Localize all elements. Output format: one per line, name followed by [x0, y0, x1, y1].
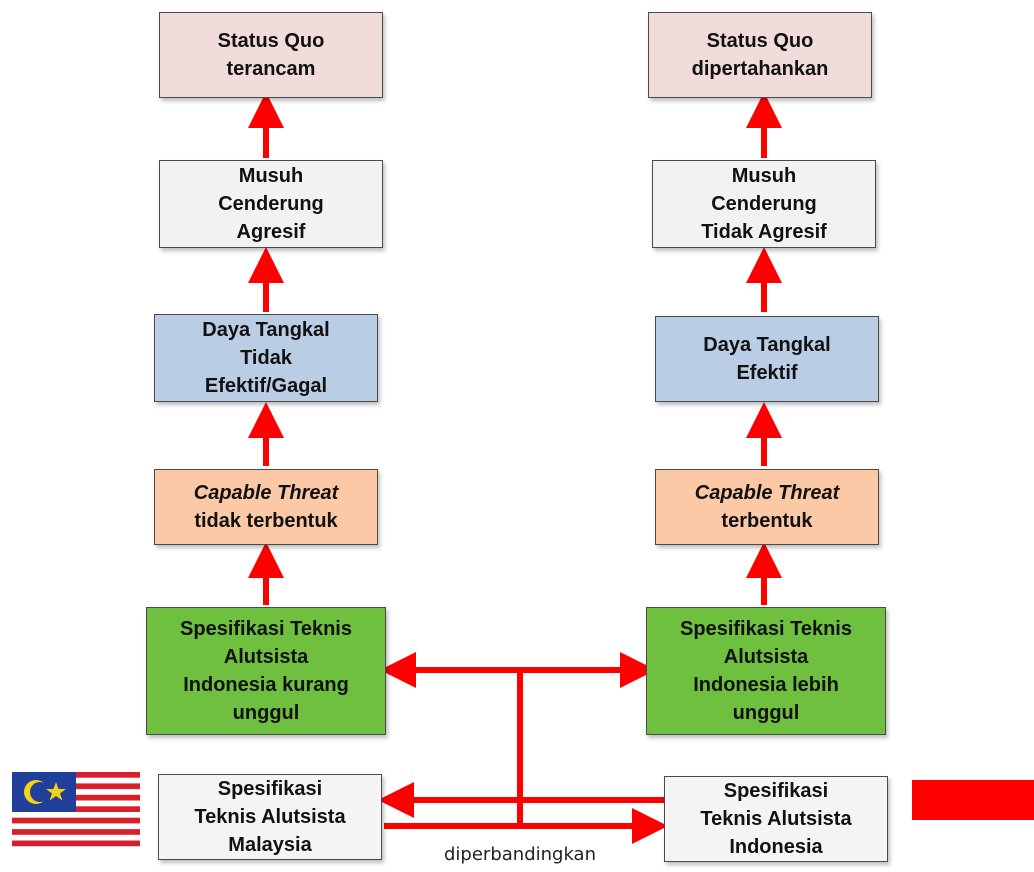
- left-enemy-box: Musuh Cenderung Agresif: [159, 160, 383, 248]
- indonesia-spec-line-2: Teknis Alutsista: [700, 808, 852, 830]
- left-status-line-1: Status Quo: [217, 30, 325, 52]
- indonesia-spec-line-1: Spesifikasi: [723, 780, 829, 802]
- left-spec-line-4: unggul: [232, 702, 300, 724]
- right-status-quo-box: Status Quo dipertahankan: [648, 12, 872, 98]
- right-enemy-box: Musuh Cenderung Tidak Agresif: [652, 160, 876, 248]
- left-deterrence-line-1: Daya Tangkal: [202, 319, 330, 341]
- right-enemy-line-3: Tidak Agresif: [701, 221, 827, 243]
- left-threat-rest: tidak terbentuk: [194, 510, 338, 532]
- left-status-line-2: terancam: [226, 58, 316, 80]
- right-spec-line-2: Alutsista: [723, 646, 809, 668]
- left-deterrence-box: Daya Tangkal Tidak Efektif/Gagal: [154, 314, 378, 402]
- left-enemy-line-1: Musuh: [238, 165, 304, 187]
- left-deterrence-line-3: Efektif/Gagal: [204, 375, 328, 397]
- right-spec-line-1: Spesifikasi Teknis: [680, 618, 852, 640]
- malaysia-spec-line-2: Teknis Alutsista: [194, 806, 346, 828]
- indonesia-flag: [912, 780, 1034, 860]
- left-spec-line-3: Indonesia kurang: [183, 674, 349, 696]
- right-threat-italic: Capable Threat: [694, 482, 840, 504]
- right-deterrence-line-1: Daya Tangkal: [703, 334, 831, 356]
- right-deterrence-line-2: Efektif: [736, 362, 798, 384]
- left-status-quo-box: Status Quo terancam: [159, 12, 383, 98]
- left-deterrence-line-2: Tidak: [240, 347, 292, 369]
- left-spec-box: Spesifikasi Teknis Alutsista Indonesia k…: [146, 607, 386, 735]
- right-enemy-line-1: Musuh: [731, 165, 797, 187]
- right-status-line-2: dipertahankan: [691, 58, 829, 80]
- left-enemy-line-3: Agresif: [236, 221, 306, 243]
- malaysia-spec-box: Spesifikasi Teknis Alutsista Malaysia: [158, 774, 382, 860]
- left-enemy-line-2: Cenderung: [218, 193, 324, 215]
- right-threat-rest: terbentuk: [721, 510, 813, 532]
- malaysia-spec-line-1: Spesifikasi: [217, 778, 323, 800]
- right-threat-box: Capable Threat terbentuk: [655, 469, 879, 545]
- left-spec-line-2: Alutsista: [223, 646, 309, 668]
- right-spec-box: Spesifikasi Teknis Alutsista Indonesia l…: [646, 607, 886, 735]
- right-spec-line-4: unggul: [732, 702, 800, 724]
- malaysia-flag: [12, 772, 140, 852]
- indonesia-spec-box: Spesifikasi Teknis Alutsista Indonesia: [664, 776, 888, 862]
- right-enemy-line-2: Cenderung: [711, 193, 817, 215]
- left-threat-italic: Capable Threat: [193, 482, 339, 504]
- left-spec-line-1: Spesifikasi Teknis: [180, 618, 352, 640]
- right-deterrence-box: Daya Tangkal Efektif: [655, 316, 879, 402]
- right-spec-line-3: Indonesia lebih: [693, 674, 839, 696]
- indonesia-spec-line-3: Indonesia: [729, 836, 823, 858]
- compare-caption: diperbandingkan: [444, 844, 596, 865]
- malaysia-spec-line-3: Malaysia: [228, 834, 312, 856]
- right-status-line-1: Status Quo: [706, 30, 814, 52]
- left-threat-box: Capable Threat tidak terbentuk: [154, 469, 378, 545]
